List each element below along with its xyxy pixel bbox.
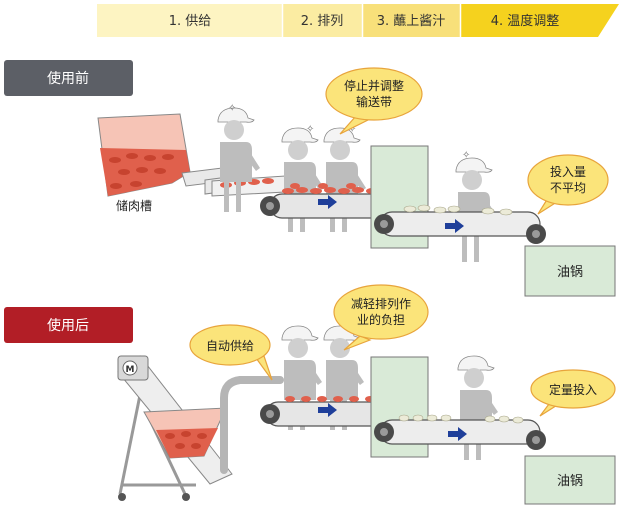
conveyor-after-2 xyxy=(374,414,546,450)
before-section: 使用前 储肉槽 ✧ ✧ ✧ ✧ xyxy=(4,60,616,297)
bubble-light-line1: 减轻排列作 xyxy=(351,297,411,311)
step-1-box xyxy=(97,4,282,37)
auto-feeder-machine: M xyxy=(117,355,284,501)
bubble-fixed-label: 定量投入 xyxy=(549,382,597,397)
step-1-label: 1. 供给 xyxy=(169,14,212,29)
svg-text:✧: ✧ xyxy=(348,124,356,135)
step-2-label: 2. 排列 xyxy=(301,14,344,29)
before-badge-label: 使用前 xyxy=(47,70,89,87)
step-3-label: 3. 蘸上酱汁 xyxy=(377,14,446,29)
fryer-after xyxy=(524,455,616,505)
meat-tank xyxy=(97,113,237,197)
bubble-uneven-line2: 不平均 xyxy=(550,181,586,195)
bubble-light-line2: 业的负担 xyxy=(357,312,405,327)
svg-text:✧: ✧ xyxy=(462,150,470,161)
sweat-icons: ✧ ✧ ✧ ✧ xyxy=(228,103,470,161)
svg-text:✧: ✧ xyxy=(306,124,314,135)
after-badge xyxy=(4,307,133,343)
worker-before-1 xyxy=(217,107,261,213)
bubble-auto-supply: 自动供给 xyxy=(189,324,273,381)
step-4-box xyxy=(461,4,619,37)
step-bar: 1. 供给 2. 排列 3. 蘸上酱汁 4. 温度调整 xyxy=(97,4,619,37)
bubble-stop-adjust: 停止并调整 输送带 xyxy=(325,67,423,135)
conveyor-arrow-icon xyxy=(445,219,464,233)
bubble-lighten-load: 减轻排列作 业的负担 xyxy=(333,284,429,351)
conveyor-before-2 xyxy=(374,204,546,244)
fryer-before-label: 油锅 xyxy=(557,264,583,280)
fryer-after-label: 油锅 xyxy=(557,473,583,489)
bubble-fixed-input: 定量投入 xyxy=(530,369,616,417)
svg-text:✧: ✧ xyxy=(228,103,236,114)
after-section: 使用后 M xyxy=(4,284,616,505)
bubble-auto-label: 自动供给 xyxy=(206,339,254,353)
bubble-stop-line1: 停止并调整 xyxy=(344,78,404,93)
after-badge-label: 使用后 xyxy=(47,317,89,334)
conveyor-arrow-icon xyxy=(318,195,337,209)
bubble-uneven-input: 投入量 不平均 xyxy=(527,154,609,215)
tank-label: 储肉槽 xyxy=(116,198,152,213)
machine-logo: M xyxy=(126,365,135,375)
step-2-box xyxy=(283,4,362,37)
step-4-label: 4. 温度调整 xyxy=(491,13,560,29)
conveyor-arrow-icon xyxy=(318,403,337,417)
step-3-box xyxy=(363,4,460,37)
bubble-uneven-line1: 投入量 xyxy=(550,164,586,179)
bubble-stop-line2: 输送带 xyxy=(356,94,392,109)
fryer-before xyxy=(524,245,616,297)
before-badge xyxy=(4,60,133,96)
conveyor-arrow-icon xyxy=(448,427,467,441)
